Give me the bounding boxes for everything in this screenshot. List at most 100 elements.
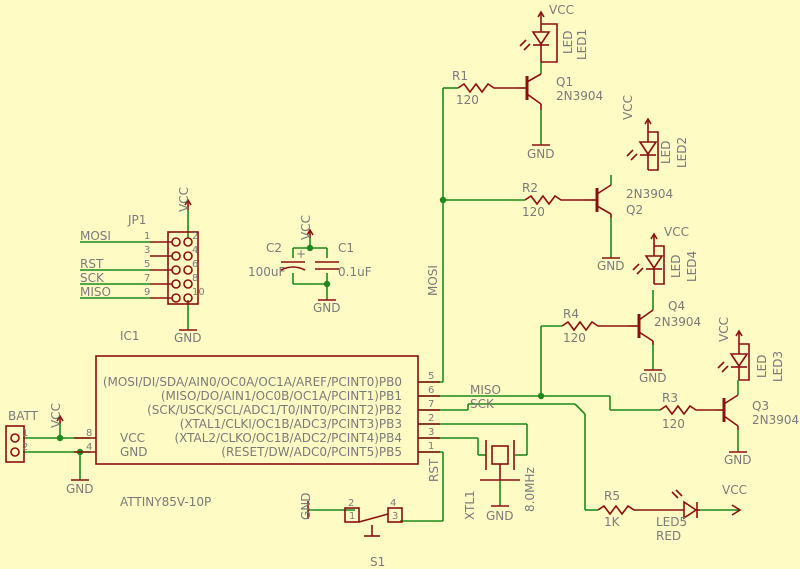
jp1-header: [150, 231, 199, 305]
s1-label: S1: [370, 555, 385, 569]
battery-connector: [5, 425, 25, 463]
chip-pin-stubs: [74, 381, 440, 453]
chip-pin-3: 3: [428, 427, 434, 438]
gnd-label-q3: GND: [724, 453, 752, 467]
chip-pin-4: 4: [86, 442, 92, 453]
led1-type: LED: [561, 30, 575, 54]
led2-type: LED: [659, 140, 673, 164]
chip-pin-1: 1: [428, 441, 434, 452]
led-led5: [664, 489, 700, 520]
capacitor-c1: [315, 261, 339, 270]
vcc-label-led3: VCC: [717, 317, 731, 342]
led-led3: [717, 344, 749, 380]
led4-label: LED4: [685, 251, 699, 282]
jp1-net-mosi: MOSI: [80, 229, 111, 243]
led4-type: LED: [669, 254, 683, 278]
crystal-xtl1: [480, 440, 520, 481]
jp1-pin-9: 9: [144, 287, 150, 298]
c1-value: 0.1uF: [338, 265, 372, 279]
chip-pb1-label: (MISO/DO/AIN1/OC0B/OC1A/PCINT1)PB1: [161, 389, 402, 403]
q4-type: 2N3904: [654, 315, 701, 329]
junctions: [56, 196, 545, 456]
jp1-pin-10: 10: [192, 287, 205, 298]
c2-plus: +: [296, 247, 306, 261]
r4-label: R4: [563, 307, 579, 321]
jp1-pin-2: 2: [192, 231, 198, 242]
led-led4: [632, 246, 664, 284]
led2-label: LED2: [675, 137, 689, 168]
led-vcc-brackets: [541, 23, 750, 381]
switch-s1: [344, 507, 403, 537]
gnd-label-q4: GND: [639, 371, 667, 385]
jp1-pin-6: 6: [192, 259, 198, 270]
batt-pin-2: 2: [22, 442, 28, 453]
jp1-pin-4: 4: [192, 245, 198, 256]
led-led2: [626, 132, 658, 170]
jp1-pin-3: 3: [144, 245, 150, 256]
jp1-pin-1: 1: [144, 231, 150, 242]
led-led1: [519, 24, 551, 62]
chip-pb5-label: (RESET/DW/ADC0/PCINT5)PB5: [221, 445, 402, 459]
xtl-frequency: 8.0MHz: [523, 467, 537, 512]
r1-label: R1: [452, 69, 468, 83]
q3-label: Q3: [752, 399, 769, 413]
jp1-net-miso: MISO: [80, 285, 111, 299]
chip-pin-2: 2: [428, 413, 434, 424]
chip-pb0-label: (MOSI/DI/SDA/AIN0/OC0A/OC1A/AREF/PCINT0)…: [103, 375, 402, 389]
c2-label: C2: [266, 241, 282, 255]
vcc-label-led2: VCC: [621, 95, 635, 120]
vcc-label-batt: VCC: [49, 403, 63, 428]
led5-color: RED: [656, 529, 681, 543]
led3-type: LED: [755, 354, 769, 378]
transistor-q4: [628, 309, 654, 345]
ic1-label: IC1: [120, 329, 140, 343]
chip-pb2-label: (SCK/USCK/SCL/ADC1/T0/INT0/PCINT2)PB2: [147, 403, 402, 417]
transistor-q2: [583, 184, 612, 218]
q4-label: Q4: [668, 299, 685, 313]
s1-pin-1: 1: [349, 511, 355, 522]
q1-type: 2N3904: [556, 89, 603, 103]
vcc-label-led1: VCC: [549, 3, 574, 17]
chip-pin-7: 7: [428, 399, 434, 410]
q1-label: Q1: [556, 75, 573, 89]
chip-pin-6: 6: [428, 385, 434, 396]
s1-pin-3: 3: [392, 511, 398, 522]
gnd-symbols: [71, 144, 747, 519]
gnd-label-q1: GND: [527, 147, 555, 161]
r4-value: 120: [563, 331, 586, 345]
q3-type: 2N3904: [752, 413, 799, 427]
jp1-pin-7: 7: [144, 273, 150, 284]
capacitor-c2: [280, 261, 306, 271]
c2-value: 100uF: [248, 265, 286, 279]
gnd-label-s1: GND: [299, 492, 313, 520]
vcc-label-led5: VCC: [722, 483, 747, 497]
net-miso-label: MISO: [470, 383, 501, 397]
chip-vcc-pin-label: VCC: [120, 431, 145, 445]
jp1-pin-5: 5: [144, 259, 150, 270]
led5-label: LED5: [656, 515, 687, 529]
chip-pb4-label: (XTAL2/CLKO/OC1B/ADC2/PCINT4)PB4: [174, 431, 402, 445]
batt-pin-1: 1: [22, 428, 28, 439]
q2-type: 2N3904: [626, 187, 673, 201]
jp1-net-sck: SCK: [80, 271, 105, 285]
net-sck-label: SCK: [470, 397, 495, 411]
gnd-label-q2: GND: [597, 259, 625, 273]
c1-label: C1: [338, 241, 354, 255]
gnd-label-jp1: GND: [174, 331, 202, 345]
r2-value: 120: [522, 205, 545, 219]
chip-gnd-pin-label: GND: [120, 445, 148, 459]
xtl1-label: XTL1: [463, 490, 477, 520]
batt-label: BATT: [8, 409, 39, 423]
jp1-pin-8: 8: [192, 273, 198, 284]
vcc-label-led4: VCC: [664, 225, 689, 239]
r2-label: R2: [522, 181, 538, 195]
net-rst-label: RST: [427, 458, 441, 482]
vcc-label-jp1: VCC: [177, 187, 191, 212]
led3-label: LED3: [771, 351, 785, 382]
gnd-label-caps: GND: [313, 301, 341, 315]
vcc-arrows: [56, 10, 743, 516]
s1-pin-4: 4: [390, 498, 396, 509]
gnd-label-xtal: GND: [486, 509, 514, 523]
